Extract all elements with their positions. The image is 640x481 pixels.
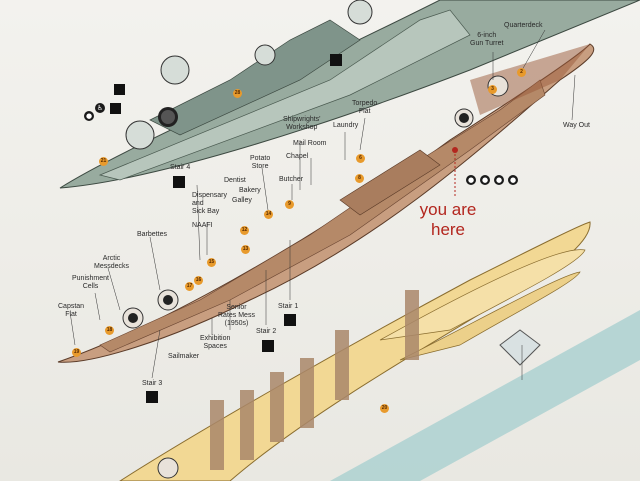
- label-galley: Galley: [232, 197, 252, 204]
- marker-13: 13: [241, 245, 250, 254]
- marker-6: 6: [356, 154, 365, 163]
- label-stair-4: Stair 4: [170, 164, 191, 171]
- marker-21: 21: [99, 157, 108, 166]
- family-icon: ●: [84, 111, 94, 121]
- stair-4-icon: [173, 176, 185, 188]
- marker-15: 15: [207, 258, 216, 267]
- lower-decks: [119, 221, 640, 481]
- toilet-icon: ♿: [95, 103, 105, 113]
- label-dentist: Dentist: [224, 177, 246, 184]
- label-quarterdeck: Quarterdeck: [504, 22, 543, 29]
- label-stair-1: Stair 1: [278, 303, 299, 310]
- marker-20: 20: [380, 404, 389, 413]
- label-capstan-flat: Capstan Flat: [58, 303, 85, 318]
- baby-change-icon: ●: [480, 175, 490, 185]
- marker-14: 14: [264, 210, 273, 219]
- accessible-icon: [110, 103, 121, 114]
- cafe-icon: [114, 84, 125, 95]
- label-punishment-cells: Punishment Cells: [72, 275, 109, 290]
- marker-12: 12: [240, 226, 249, 235]
- label-way-out: Way Out: [563, 122, 590, 129]
- label-sailmaker: Sailmaker: [168, 353, 200, 360]
- marker-17: 17: [185, 282, 194, 291]
- label-exhibition-spaces: Exhibition Spaces: [200, 335, 231, 350]
- marker-16: 16: [194, 276, 203, 285]
- you-are-here-label: you are here: [419, 200, 477, 239]
- label-chapel: Chapel: [286, 153, 309, 160]
- label-stair-2: Stair 2: [256, 328, 277, 335]
- info-icon: ●: [508, 175, 518, 185]
- stair-3-icon: [146, 391, 158, 403]
- label-butcher: Butcher: [279, 176, 304, 183]
- label-dispensary: Dispensary and Sick Bay: [192, 192, 228, 215]
- marker-9: 9: [285, 200, 294, 209]
- marker-18: 18: [105, 326, 114, 335]
- label-laundry: Laundry: [333, 122, 359, 129]
- marker-2: 2: [517, 68, 526, 77]
- toilet-icon-2: ●: [466, 175, 476, 185]
- family-icon-2: ●: [494, 175, 504, 185]
- label-potato-store: Potato Store: [250, 155, 271, 170]
- label-senior-rates-mess: Senior Rates Mess (1950s): [218, 304, 255, 327]
- marker-28: 28: [233, 89, 242, 98]
- label-shipwrights-workshop: Shipwrights' Workshop: [283, 116, 321, 131]
- stair-1-icon: [284, 314, 296, 326]
- stair-2-icon: [262, 340, 274, 352]
- label-naafi: NAAFI: [192, 222, 213, 229]
- label-arctic-messdecks: Arctic Messdecks: [94, 255, 130, 270]
- label-gun-turret: 6-inch Gun Turret: [470, 32, 504, 47]
- label-bakery: Bakery: [239, 187, 261, 194]
- main-deck: [57, 43, 595, 363]
- label-torpedo-flat: Torpedo Flat: [352, 100, 378, 115]
- label-mail-room: Mail Room: [293, 140, 327, 147]
- label-stair-3: Stair 3: [142, 380, 163, 387]
- lift-icon: [330, 54, 342, 66]
- leader-lines: [69, 29, 576, 380]
- marker-19: 19: [72, 348, 81, 357]
- label-barbettes: Barbettes: [137, 231, 167, 238]
- marker-8: 8: [355, 174, 364, 183]
- upper-deck: [59, 0, 640, 189]
- marker-3: 3: [488, 85, 497, 94]
